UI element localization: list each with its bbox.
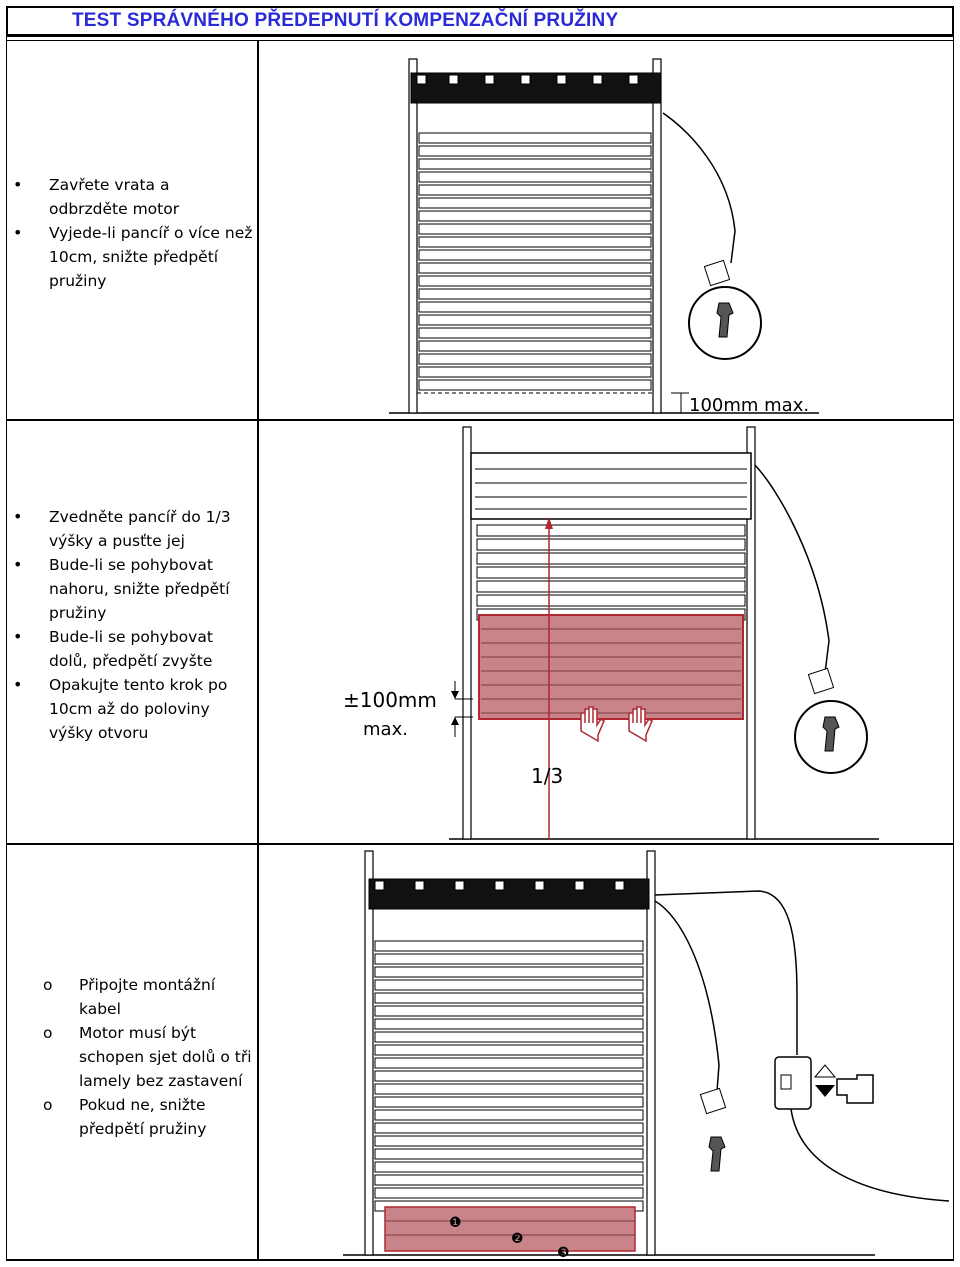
curtain-slat <box>374 1135 644 1147</box>
section-2-text-cell: Zvedněte pancíř do 1/3 výšky a pusťte je… <box>6 420 258 844</box>
curtain-slat <box>374 1070 644 1082</box>
curtain-slat <box>418 288 652 300</box>
curtain-slat <box>374 979 644 991</box>
curtain-slat <box>418 236 652 248</box>
curtain-slat <box>374 992 644 1004</box>
section-1-figure-cell: 100mm max. <box>258 40 954 420</box>
section-1-steps: Zavřete vrata a odbrzděte motor Vyjede-l… <box>13 173 253 293</box>
curtain-slat <box>418 223 652 235</box>
height-fraction-label: 1/3 <box>531 764 563 788</box>
curtain-slat <box>418 301 652 313</box>
marker-1: ❶ <box>449 1215 462 1231</box>
curtain-slat <box>374 1031 644 1043</box>
section-2-figure-cell: 1/3 ±100mm max. <box>258 420 954 844</box>
section-1-text-cell: Zavřete vrata a odbrzděte motor Vyjede-l… <box>6 40 258 420</box>
tolerance-label: ±100mm <box>343 688 437 712</box>
curtain-slat <box>374 1005 644 1017</box>
step-item: Zvedněte pancíř do 1/3 výšky a pusťte je… <box>13 505 253 553</box>
title-bar: TEST SPRÁVNÉHO PŘEDEPNUTÍ KOMPENZAČNÍ PR… <box>6 6 954 36</box>
section-2-steps: Zvedněte pancíř do 1/3 výšky a pusťte je… <box>13 505 253 745</box>
test-cable-control-box <box>774 1056 812 1110</box>
curtain-slat <box>418 379 652 391</box>
curtain-slat <box>374 966 644 978</box>
curtain-slat <box>374 1161 644 1173</box>
curtain-slat <box>476 538 746 551</box>
curtain-slat <box>476 566 746 579</box>
curtain-slat <box>476 594 746 607</box>
step-item: Bude-li se pohybovat nahoru, snižte před… <box>13 553 253 625</box>
curtain-slat <box>418 145 652 157</box>
highlighted-curtain <box>478 614 744 720</box>
door-test-cable-figure: ❶ ❷ ❸ <box>343 850 950 1260</box>
curtain-slat <box>418 184 652 196</box>
tolerance-max-label: max. <box>363 719 408 740</box>
step-item: Bude-li se pohybovat dolů, předpětí zvyš… <box>13 625 253 673</box>
curtain-slat <box>374 1083 644 1095</box>
curtain-slat <box>476 552 746 565</box>
curtain-slat <box>374 1096 644 1108</box>
curtain-slat <box>418 353 652 365</box>
curtain-slat <box>374 1148 644 1160</box>
curtain-slat <box>418 197 652 209</box>
section-3-steps: Připojte montážní kabel Motor musí být s… <box>43 973 253 1141</box>
curtain-slat <box>418 327 652 339</box>
step-item: Vyjede-li pancíř o více než 10cm, snižte… <box>13 221 253 293</box>
curtain-slat <box>418 158 652 170</box>
marker-2: ❷ <box>511 1231 524 1247</box>
curtain-slat <box>374 1187 644 1199</box>
curtain-slat <box>418 171 652 183</box>
curtain-slat <box>418 249 652 261</box>
gap-label: 100mm max. <box>689 395 809 416</box>
highlighted-bottom-slats <box>384 1206 636 1252</box>
curtain-slat <box>374 1122 644 1134</box>
curtain-slat <box>374 1057 644 1069</box>
curtain-slat <box>374 1109 644 1121</box>
curtain-slat <box>374 940 644 952</box>
curtain-slat <box>476 524 746 537</box>
curtain-slat <box>374 1044 644 1056</box>
curtain-slat <box>418 210 652 222</box>
step-item: Připojte montážní kabel <box>43 973 253 1021</box>
door-raised-figure: 1/3 ±100mm max. <box>343 426 879 840</box>
curtain-slat <box>374 1174 644 1186</box>
page-title: TEST SPRÁVNÉHO PŘEDEPNUTÍ KOMPENZAČNÍ PR… <box>72 10 619 31</box>
curtain-slat <box>418 340 652 352</box>
curtain-slat <box>476 580 746 593</box>
curtain-slat <box>418 275 652 287</box>
step-item: Motor musí být schopen sjet dolů o tři l… <box>43 1021 253 1093</box>
curtain-slat <box>374 1018 644 1030</box>
step-item: Pokud ne, snižte předpětí pružiny <box>43 1093 253 1141</box>
door-closed-figure: 100mm max. <box>389 58 819 416</box>
step-item: Opakujte tento krok po 10cm až do polovi… <box>13 673 253 745</box>
curtain-slat <box>374 953 644 965</box>
marker-3: ❸ <box>557 1245 570 1260</box>
curtain-slat <box>418 132 652 144</box>
curtain-slat <box>418 366 652 378</box>
section-3-figure-cell: ❶ ❷ ❸ <box>258 844 954 1260</box>
curtain-slat <box>418 314 652 326</box>
section-3-text-cell: Připojte montážní kabel Motor musí být s… <box>6 844 258 1260</box>
curtain-slat <box>418 262 652 274</box>
step-item: Zavřete vrata a odbrzděte motor <box>13 173 253 221</box>
